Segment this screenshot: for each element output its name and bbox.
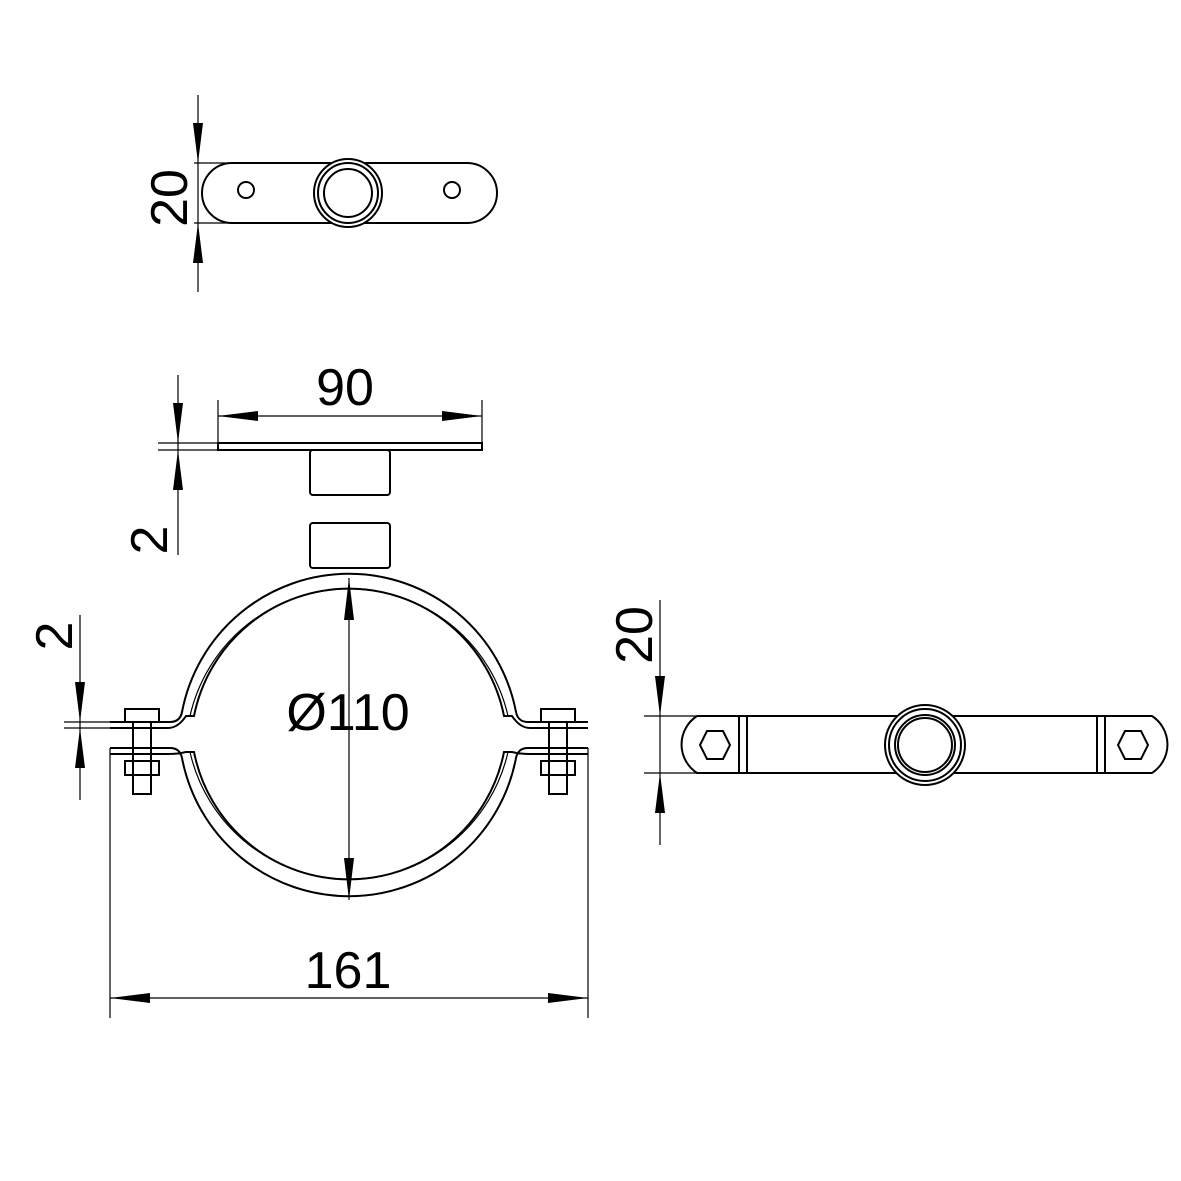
arrow-icon (548, 993, 588, 1003)
top-view: 20 (141, 95, 498, 292)
arrow-icon (344, 578, 354, 620)
arrow-icon (75, 682, 85, 722)
front-view: 90 2 Ø110 (26, 359, 589, 1018)
side-plate-outline (680, 715, 1169, 774)
top-plate-outline (201, 162, 498, 224)
arrow-icon (344, 858, 354, 900)
arrow-icon (218, 411, 258, 421)
dimension-label-overall-width: 161 (305, 942, 392, 1000)
mounting-hole-left (237, 181, 255, 199)
side-view: 20 (606, 600, 1169, 845)
arrow-icon (173, 403, 183, 443)
dimension-label-pipe-diameter: Ø110 (286, 684, 409, 742)
lower-boss (309, 522, 391, 569)
dimension-label-side-height: 20 (606, 606, 664, 664)
arrow-icon (193, 223, 203, 263)
arrow-icon (655, 676, 665, 716)
dimension-label-plate-thickness: 2 (121, 526, 179, 555)
arrow-icon (110, 993, 150, 1003)
upper-boss (309, 449, 391, 496)
threaded-boss-mid (317, 162, 379, 224)
bolt-right (540, 708, 576, 795)
arrow-icon (442, 411, 482, 421)
arrow-icon (75, 728, 85, 768)
arrow-icon (193, 123, 203, 163)
threaded-boss-inner (323, 168, 373, 218)
bolt-left (124, 708, 160, 795)
dimension-label-top-height: 20 (141, 169, 199, 227)
mounting-hole-right (443, 181, 461, 199)
arrow-icon (173, 450, 183, 490)
dimension-label-flange-thickness: 2 (26, 622, 84, 651)
hex-nut-right (1116, 730, 1150, 760)
dimension-label-plate-width: 90 (316, 359, 374, 417)
arrow-icon (655, 773, 665, 813)
boss-outer (884, 704, 966, 786)
mounting-plate (217, 442, 483, 451)
hex-nut-left (698, 730, 732, 760)
